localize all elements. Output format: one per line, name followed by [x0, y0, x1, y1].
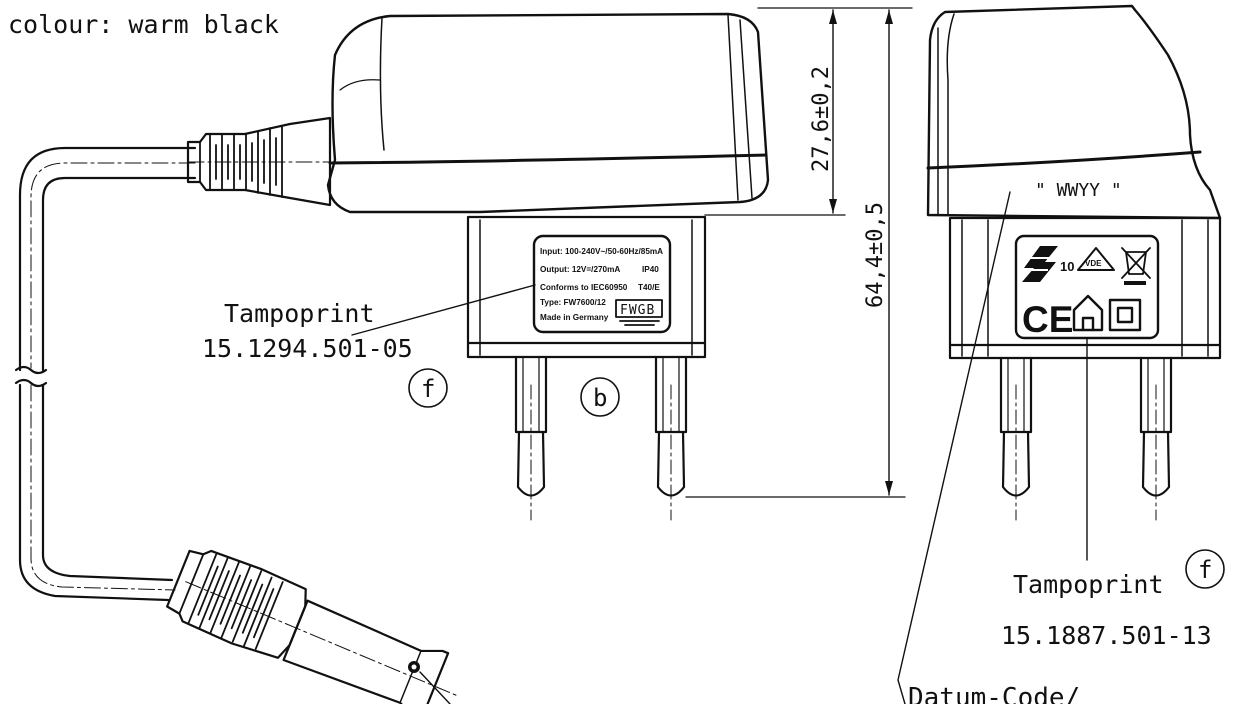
enec-mark-icon: [1022, 246, 1058, 282]
date-code-mark: " WWYY ": [1035, 180, 1122, 201]
adapter-housing-front: [326, 12, 770, 214]
adapter-housing-side: [926, 4, 1222, 220]
double-insulation-icon: [1108, 298, 1142, 332]
circle-marker-f-side: [1185, 549, 1225, 589]
label-ip-rating: IP40: [642, 265, 659, 274]
dimension-total-height: 64,4±0,5: [863, 202, 888, 308]
circle-b-text: b: [593, 384, 607, 412]
tampoprint-front-word: Tampoprint: [224, 299, 375, 328]
tampoprint-front-leader: [351, 284, 536, 336]
tampoprint-side-number: 15.1887.501-13: [1001, 621, 1212, 650]
indoor-use-house-icon: [1072, 294, 1104, 332]
plug-base-side: [948, 216, 1222, 360]
plug-pins-side: [999, 356, 1173, 521]
vde-text: VDE: [1085, 259, 1102, 268]
dimension-lines: [685, 7, 913, 498]
enec-number: 10: [1060, 259, 1074, 274]
weee-crossed-bin-icon: [1121, 247, 1151, 285]
label-output-line: Output: 12V=/270mA: [540, 265, 620, 274]
tampoprint-side-word: Tampoprint: [1013, 570, 1164, 599]
dimension-upper-height: 27,6±0,2: [809, 66, 834, 172]
datum-code-leader: [897, 191, 1011, 704]
connector-tip-marker-icon: [408, 661, 451, 704]
front-rating-label: Input: 100-240V~/50-60Hz/85mA Output: 12…: [532, 234, 672, 334]
certification-label: 10 VDE CE: [1014, 234, 1160, 340]
label-conforms-line: Conforms to IEC60950: [540, 283, 628, 292]
circle-f-front-text: f: [421, 375, 435, 403]
circle-marker-b: [580, 377, 620, 417]
dc-connector-body: [185, 581, 458, 704]
strain-relief-top: [186, 116, 336, 207]
circle-f-side-text: f: [1198, 556, 1212, 584]
plug-pins-front: [514, 355, 688, 521]
ce-mark: CE: [1022, 299, 1073, 340]
power-cable: [14, 146, 197, 602]
vde-mark-icon: VDE: [1077, 247, 1115, 271]
plug-base-front: [466, 215, 707, 359]
label-brand-logo: FWGB: [620, 303, 655, 318]
label-made-in-line: Made in Germany: [540, 313, 609, 322]
circle-marker-f: [408, 368, 448, 408]
label-type-line: Type: FW7600/12: [540, 298, 606, 307]
colour-note: colour: warm black: [8, 10, 279, 39]
label-input-line: Input: 100-240V~/50-60Hz/85mA: [540, 247, 663, 256]
datum-code-label: Datum-Code/: [908, 683, 1080, 704]
label-temp-rating: T40/E: [638, 283, 660, 292]
tampoprint-front-number: 15.1294.501-05: [202, 334, 413, 363]
